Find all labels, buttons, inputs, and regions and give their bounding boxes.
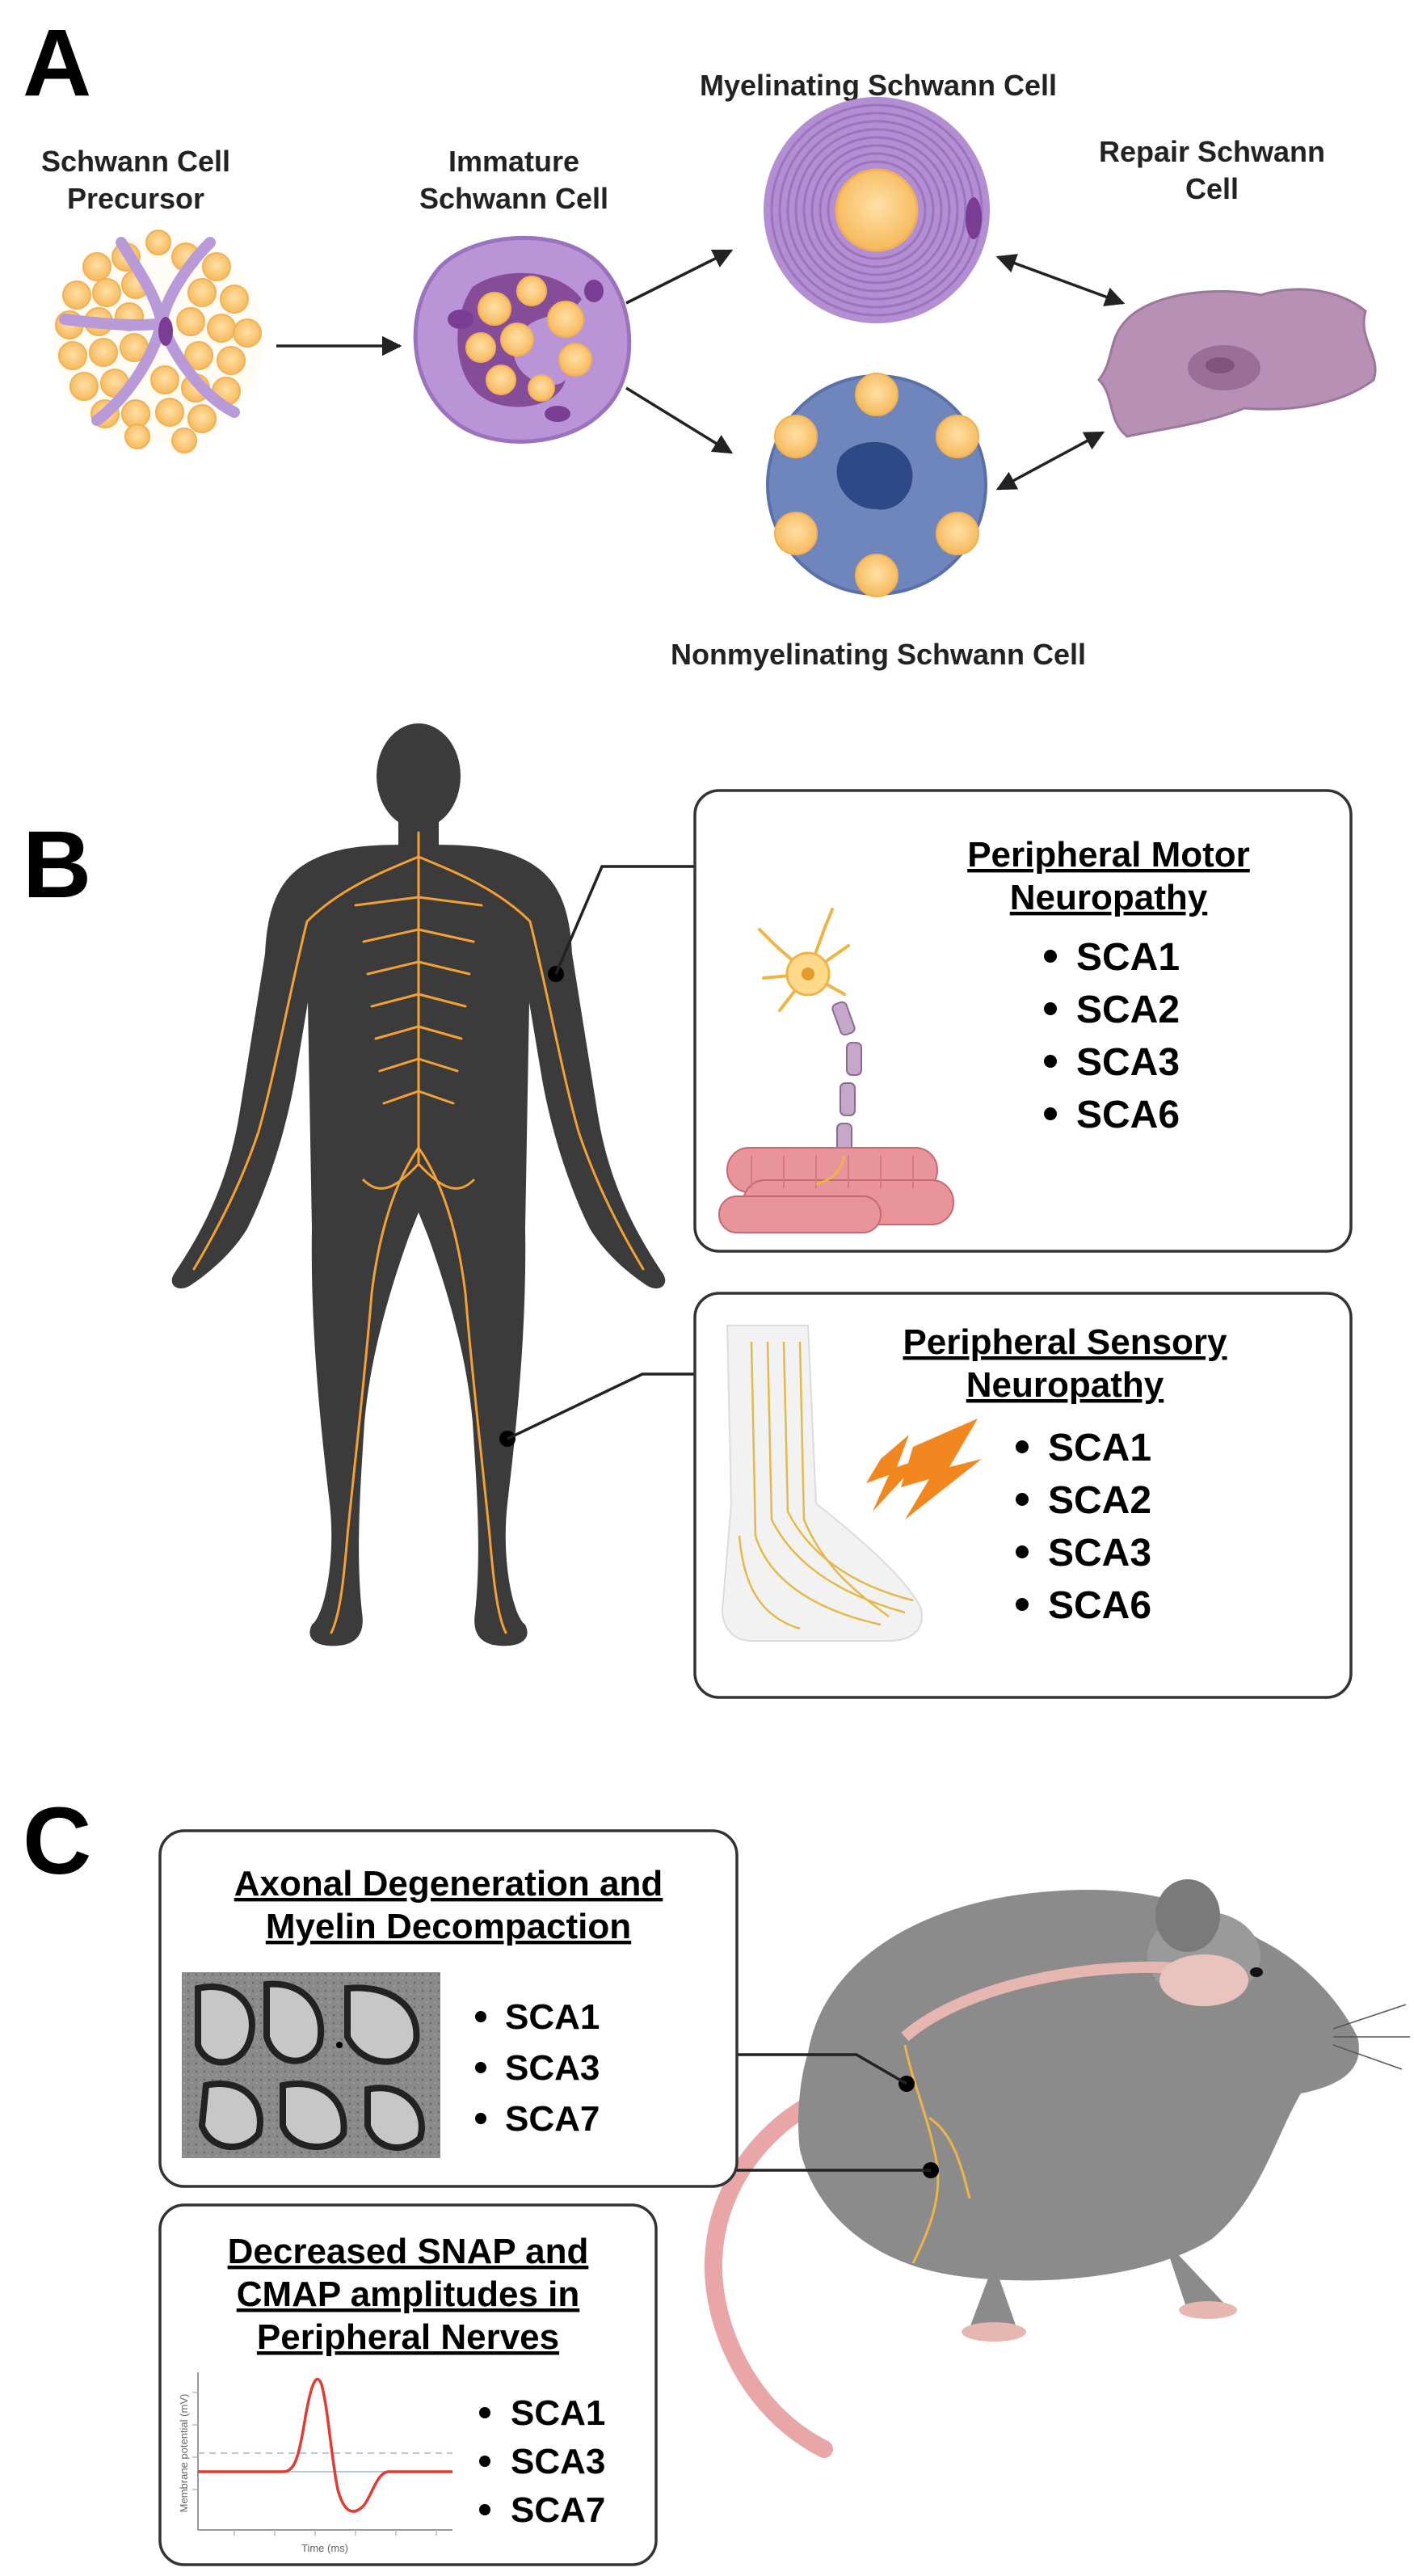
human-body-illustration [171, 723, 666, 1646]
snap-sca-item: SCA1 [511, 2393, 605, 2433]
plot-xlabel: Time (ms) [301, 2542, 348, 2554]
panel-b-letter: B [23, 812, 91, 918]
plot-ylabel: Membrane potential (mV) [178, 2394, 190, 2513]
motor-sca-item: SCA3 [1076, 1041, 1180, 1084]
axonal-sca-list: SCA1 SCA3 SCA7 [475, 1997, 600, 2139]
immature-cell-illustration [413, 235, 632, 444]
precursor-label-line1: Schwann Cell [41, 145, 230, 178]
action-potential-plot: Membrane potential (mV) Time (ms) [178, 2372, 452, 2554]
axonal-sca-item: SCA1 [505, 1997, 600, 2037]
sensory-title-line2: Neuropathy [966, 1365, 1164, 1405]
panel-a-letter: A [23, 10, 91, 116]
motor-sca-list: SCA1 SCA2 SCA3 SCA6 [1044, 936, 1180, 1136]
myelinating-label: Myelinating Schwann Cell [700, 69, 1057, 102]
nonmyelinating-cell-illustration [766, 373, 987, 597]
snap-title-line2: CMAP amplitudes in [237, 2275, 580, 2314]
motor-sca-item: SCA6 [1076, 1094, 1180, 1136]
sensory-sca-item: SCA3 [1048, 1532, 1151, 1575]
snap-sca-item: SCA7 [511, 2490, 605, 2530]
motor-title-line2: Neuropathy [1010, 878, 1208, 917]
immature-label-line2: Schwann Cell [419, 182, 608, 215]
snap-title-line1: Decreased SNAP and [228, 2232, 589, 2271]
motor-sca-item: SCA1 [1076, 936, 1180, 979]
sensory-sca-item: SCA1 [1048, 1427, 1151, 1469]
motor-neuropathy-box [693, 789, 1353, 1253]
mouse-illustration [704, 1879, 1410, 2458]
electron-micrograph-image [182, 1972, 440, 2158]
connector-lines-b [507, 865, 695, 1440]
snap-cmap-box [158, 2203, 658, 2566]
axonal-title-line2: Myelin Decompaction [266, 1907, 631, 1946]
repair-label-line2: Cell [1185, 172, 1239, 205]
sensory-sca-item: SCA2 [1048, 1479, 1151, 1522]
sensory-sca-item: SCA6 [1048, 1584, 1151, 1627]
panel-c-letter: C [23, 1788, 91, 1895]
nonmyelinating-label: Nonmyelinating Schwann Cell [671, 638, 1086, 671]
motor-title-line1: Peripheral Motor [967, 835, 1250, 875]
lightning-icon [866, 1419, 982, 1520]
immature-label-line1: Immature [448, 145, 579, 178]
motor-sca-item: SCA2 [1076, 989, 1180, 1031]
axonal-sca-item: SCA3 [505, 2048, 600, 2088]
snap-sca-list: SCA1 SCA3 SCA7 [479, 2393, 605, 2530]
sensory-sca-list: SCA1 SCA2 SCA3 SCA6 [1016, 1427, 1151, 1627]
snap-sca-item: SCA3 [511, 2442, 605, 2481]
axonal-sca-item: SCA7 [505, 2099, 600, 2139]
repair-label-line1: Repair Schwann [1099, 135, 1325, 168]
snap-title-line3: Peripheral Nerves [257, 2317, 559, 2357]
sensory-title-line1: Peripheral Sensory [903, 1322, 1227, 1362]
precursor-label-line2: Precursor [67, 182, 204, 215]
differentiation-arrows [276, 249, 1126, 491]
precursor-cell-illustration [53, 230, 263, 453]
repair-cell-illustration [1096, 288, 1377, 438]
myelinating-cell-illustration [764, 97, 990, 323]
foot-illustration [722, 1325, 923, 1642]
axonal-title-line1: Axonal Degeneration and [234, 1864, 663, 1904]
motor-neuron-muscle-illustration [718, 908, 954, 1233]
